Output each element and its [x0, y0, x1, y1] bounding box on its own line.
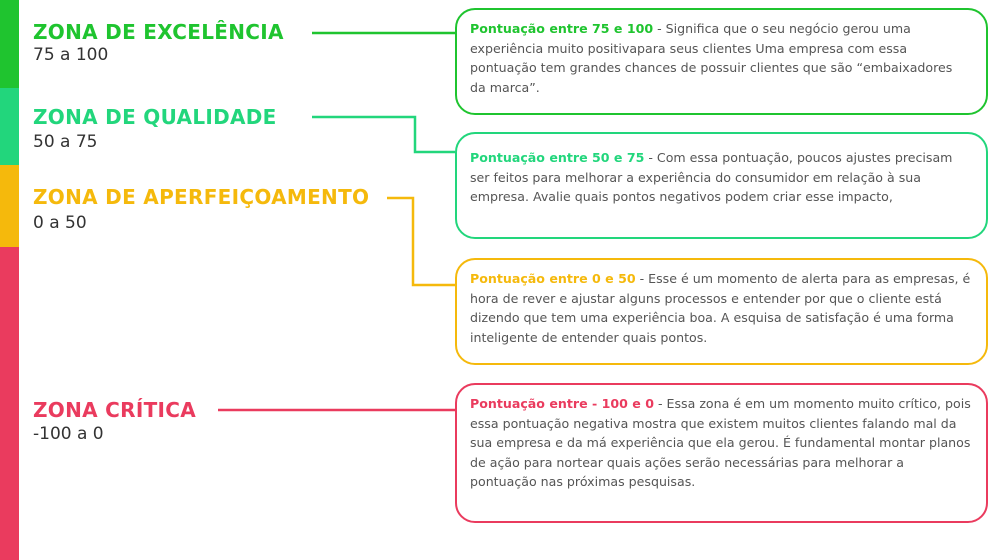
- box-text: - Com essa pontuação, poucos ajustes pre…: [470, 150, 953, 204]
- zone-range-aperfeicoamento: 0 a 50: [33, 213, 87, 233]
- bar-aperfeicoamento: [0, 165, 19, 247]
- description-box-qualidade: Pontuação entre 50 e 75 - Com essa pontu…: [455, 132, 988, 239]
- connector-aperfeicoamento: [387, 196, 455, 287]
- zone-range-critica: -100 a 0: [33, 424, 104, 444]
- zone-range-excelencia: 75 a 100: [33, 45, 109, 65]
- connector-qualidade: [312, 115, 455, 154]
- box-highlight: Pontuação entre 75 e 100: [470, 21, 654, 36]
- zone-title-critica: ZONA CRÍTICA: [33, 398, 197, 422]
- zone-title-aperfeicoamento: ZONA DE APERFEIÇOAMENTO: [33, 185, 370, 209]
- bar-excelencia: [0, 0, 19, 88]
- box-highlight: Pontuação entre 0 e 50: [470, 271, 636, 286]
- box-highlight: Pontuação entre - 100 e 0: [470, 396, 654, 411]
- description-box-critica: Pontuação entre - 100 e 0 - Essa zona é …: [455, 383, 988, 523]
- zone-range-qualidade: 50 a 75: [33, 132, 98, 152]
- bar-qualidade: [0, 88, 19, 165]
- box-highlight: Pontuação entre 50 e 75: [470, 150, 645, 165]
- zone-title-qualidade: ZONA DE QUALIDADE: [33, 105, 277, 129]
- zone-title-excelencia: ZONA DE EXCELÊNCIA: [33, 20, 284, 44]
- bar-critica: [0, 247, 19, 560]
- description-box-excelencia: Pontuação entre 75 e 100 - Significa que…: [455, 8, 988, 115]
- box-text: - Essa zona é em um momento muito crític…: [470, 396, 971, 489]
- box-text: - Esse é um momento de alerta para as em…: [470, 271, 971, 345]
- box-text: - Significa que o seu negócio gerou uma …: [470, 21, 953, 95]
- description-box-aperfeicoamento: Pontuação entre 0 e 50 - Esse é um momen…: [455, 258, 988, 365]
